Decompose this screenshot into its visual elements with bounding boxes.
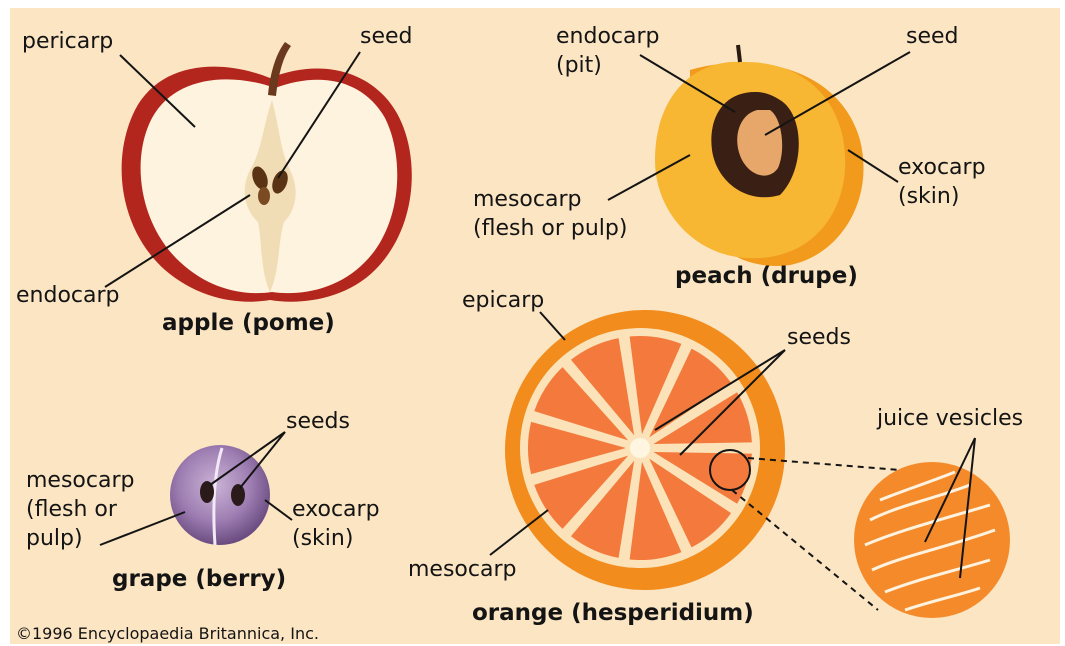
copyright-notice: ©1996 Encyclopaedia Britannica, Inc.	[16, 624, 319, 643]
orange-epicarp-label: epicarp	[462, 286, 544, 315]
apple-endocarp-label: endocarp	[16, 281, 120, 310]
peach-illustration	[655, 45, 864, 266]
peach-endocarp-label: endocarp (pit)	[556, 22, 660, 80]
apple-seed-label: seed	[360, 22, 413, 51]
apple-title: apple (pome)	[162, 310, 335, 336]
peach-stem	[738, 45, 740, 62]
apple-pericarp-label: pericarp	[22, 27, 113, 56]
apple-illustration	[122, 42, 412, 302]
grape-mesocarp-label: mesocarp (flesh or pulp)	[26, 466, 134, 553]
peach-mesocarp-label: mesocarp (flesh or pulp)	[473, 185, 627, 243]
peach-title: peach (drupe)	[675, 263, 858, 289]
orange-magnified-vesicles	[854, 462, 1010, 618]
peach-exocarp-label: exocarp (skin)	[898, 153, 986, 211]
apple-seed-3	[258, 187, 270, 205]
orange-seeds-label: seeds	[787, 323, 851, 352]
grape-illustration	[170, 445, 270, 545]
grape-exocarp-label: exocarp (skin)	[292, 495, 380, 553]
orange-title: orange (hesperidium)	[472, 600, 754, 626]
grape-title: grape (berry)	[112, 566, 286, 592]
grape-seeds-label: seeds	[286, 407, 350, 436]
orange-juice-vesicles-label: juice vesicles	[877, 404, 1023, 433]
orange-center	[630, 438, 650, 458]
peach-seed-label: seed	[906, 22, 959, 51]
orange-mesocarp-label: mesocarp	[408, 555, 516, 584]
grape-seed-2	[231, 484, 245, 506]
orange-epicarp-leader	[540, 312, 565, 340]
orange-illustration	[505, 310, 785, 590]
grape-exocarp-leader	[265, 500, 292, 520]
